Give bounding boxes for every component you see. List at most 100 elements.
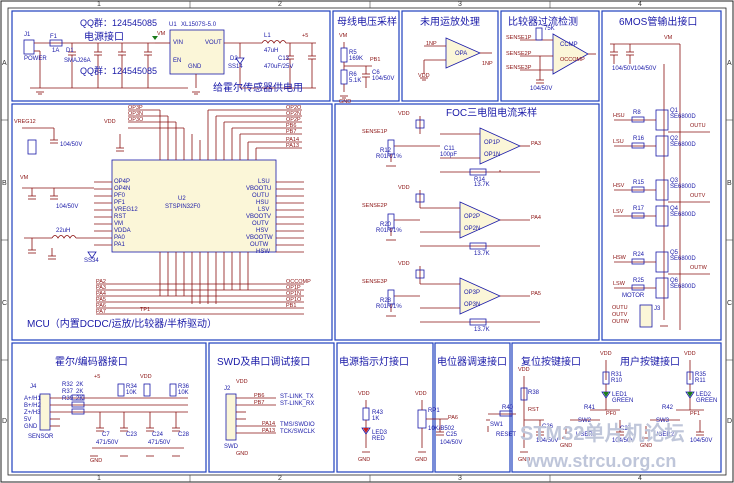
hall-r36: R36 — [178, 384, 190, 390]
u2-pin-vm: VM — [114, 221, 123, 227]
l1-value: 47uH — [264, 48, 279, 54]
mos-in-hsv: HSV — [613, 183, 625, 189]
swd-name: SWD — [224, 444, 238, 450]
d2-value: SS14 — [228, 64, 243, 70]
r41-ref: R41 — [584, 405, 596, 411]
foc-out-pa3: PA3 — [531, 141, 541, 147]
hall-r-value-1: 2K — [76, 382, 84, 388]
ruler-row-a-right: A — [727, 60, 732, 67]
r43-ref: R43 — [372, 410, 384, 416]
vm-net-power: VM — [157, 31, 166, 37]
mos-c-value-1: 104/50V — [612, 66, 635, 72]
r43-value: 1K — [372, 416, 380, 422]
ruler-row-c-right: C — [727, 300, 733, 307]
mcu-net-pa7: PA7 — [96, 309, 106, 315]
c27-ref: C27 — [620, 426, 632, 432]
u2-pin-pf0: PF0 — [114, 193, 126, 199]
hall-c28: C28 — [178, 432, 190, 438]
vreg12-net: VREG12 — [14, 119, 36, 125]
j3-pin-u: OUTU — [612, 305, 628, 311]
r38-ref: R38 — [528, 390, 540, 396]
c26-value: 104/50V — [536, 438, 559, 444]
hall-pin-gnd: GND — [24, 424, 38, 430]
foc-out-pa5: PA5 — [531, 291, 541, 297]
u2-pin-vbootv: VBOOTV — [246, 214, 272, 220]
f1-value: 1A — [52, 48, 60, 54]
section-swd-title: SWD及串口调试接口 — [217, 357, 311, 368]
mos-out-v: OUTV — [690, 193, 706, 199]
mos-out-w: OUTW — [690, 265, 707, 271]
u2-pin-op4n: OP4N — [114, 186, 131, 192]
vm-net-bus: VM — [339, 33, 348, 39]
l1-ref: L1 — [264, 33, 271, 39]
ruler-row-d: D — [2, 418, 8, 425]
mcu-net-pa4: PA4 — [96, 291, 106, 297]
j3-ref: J3 — [654, 306, 661, 312]
r5-ref: R5 — [349, 50, 357, 56]
gnd-net-user-1: GND — [560, 443, 573, 449]
foc-c11: C11 — [444, 146, 455, 152]
swd-j-ref: J2 — [224, 386, 231, 392]
swd-pin-pb6: PB6 — [254, 393, 265, 399]
u1-ref: U1 — [169, 22, 177, 28]
led3-ref: LED3 — [372, 430, 388, 436]
mos-q6: Q6 — [670, 278, 679, 284]
vdd-net-mcu: VDD — [104, 119, 116, 125]
foc-c11-value: 100pF — [440, 152, 458, 158]
u2-pin-rst: RST — [114, 214, 126, 220]
hall-pin-5v: 5V — [24, 417, 32, 423]
swd-net-tx: ST-LINK_TX — [280, 394, 314, 400]
vdd-net-reset: VDD — [518, 367, 530, 373]
mcu-net-op3p: OP3P — [128, 105, 143, 111]
u2-pin-hsv: HSV — [256, 228, 269, 234]
mos-in-hsw: HSW — [613, 255, 626, 261]
led2-color: GREEN — [696, 398, 718, 404]
f1-ref: F1 — [50, 34, 58, 40]
gnd-net-swd: GND — [236, 451, 249, 457]
foc-r12-value: R01R/1% — [376, 154, 402, 160]
section-hall-encoder-title: 霍尔/编码器接口 — [55, 357, 128, 368]
sense1p-net: SENSE1P — [506, 35, 532, 41]
u2-pin-lsu: LSU — [258, 179, 270, 185]
j1-ref: J1 — [24, 32, 31, 38]
section-mos-drive-title: 6MOS管输出接口 — [619, 17, 698, 28]
foc-r20-value: R01R/1% — [376, 228, 402, 234]
led3-color: RED — [372, 436, 385, 442]
watermark-sub: STM32单片机论坛 — [520, 423, 685, 445]
u1np-net: 1NP — [426, 41, 437, 47]
mos-r25: R25 — [633, 278, 645, 284]
sw3-ref: SW3 — [656, 418, 670, 424]
swd-net-swdio: TMS/SWDIO — [280, 422, 315, 428]
mcu-net-op1n: OP1N — [286, 291, 301, 297]
opa-label: OPA — [455, 51, 468, 57]
foc-op2n: OP2N — [464, 226, 481, 232]
mos-q3: Q3 — [670, 178, 679, 184]
mos-q5: Q5 — [670, 250, 679, 256]
gnd-net-pot: GND — [415, 457, 428, 463]
vdd-net-user-1: VDD — [600, 351, 612, 357]
foc-op1p: OP1P — [484, 140, 501, 146]
u2-pin-vbootw: VBOOTW — [246, 235, 273, 241]
mos-q1-value: SE6800D — [670, 114, 696, 120]
swd-pin-pa14: PA14 — [262, 421, 276, 427]
hall-c-value-2: 471/50V — [148, 440, 171, 446]
user1-name: USER1 — [576, 432, 597, 438]
ruler-row-d-right: D — [727, 418, 733, 425]
r31-ref: R31 — [611, 372, 623, 378]
mos-in-lsv: LSV — [613, 209, 624, 215]
r6-value: 5.1K — [349, 78, 362, 84]
ruler-col-4: 4 — [638, 1, 642, 8]
r11-ref: R11 — [695, 378, 706, 384]
hall-pin-a: A+/H1 — [24, 396, 41, 402]
sense2p-net: SENSE2P — [506, 51, 532, 57]
section-user-key-title: 用户按键接口 — [620, 357, 680, 368]
gnd-net-bus: GND — [339, 99, 352, 105]
mos-q5-value: SE6800D — [670, 256, 696, 262]
mos-r8: R8 — [633, 110, 641, 116]
vdd-net-led: VDD — [358, 391, 370, 397]
section-power-title: 电源接口 — [84, 32, 124, 43]
ruler-col-1: 1 — [97, 1, 101, 8]
hall-c23: C23 — [126, 432, 138, 438]
c26-ref: C26 — [542, 424, 554, 430]
p5v-net-hall: +5 — [94, 374, 101, 380]
